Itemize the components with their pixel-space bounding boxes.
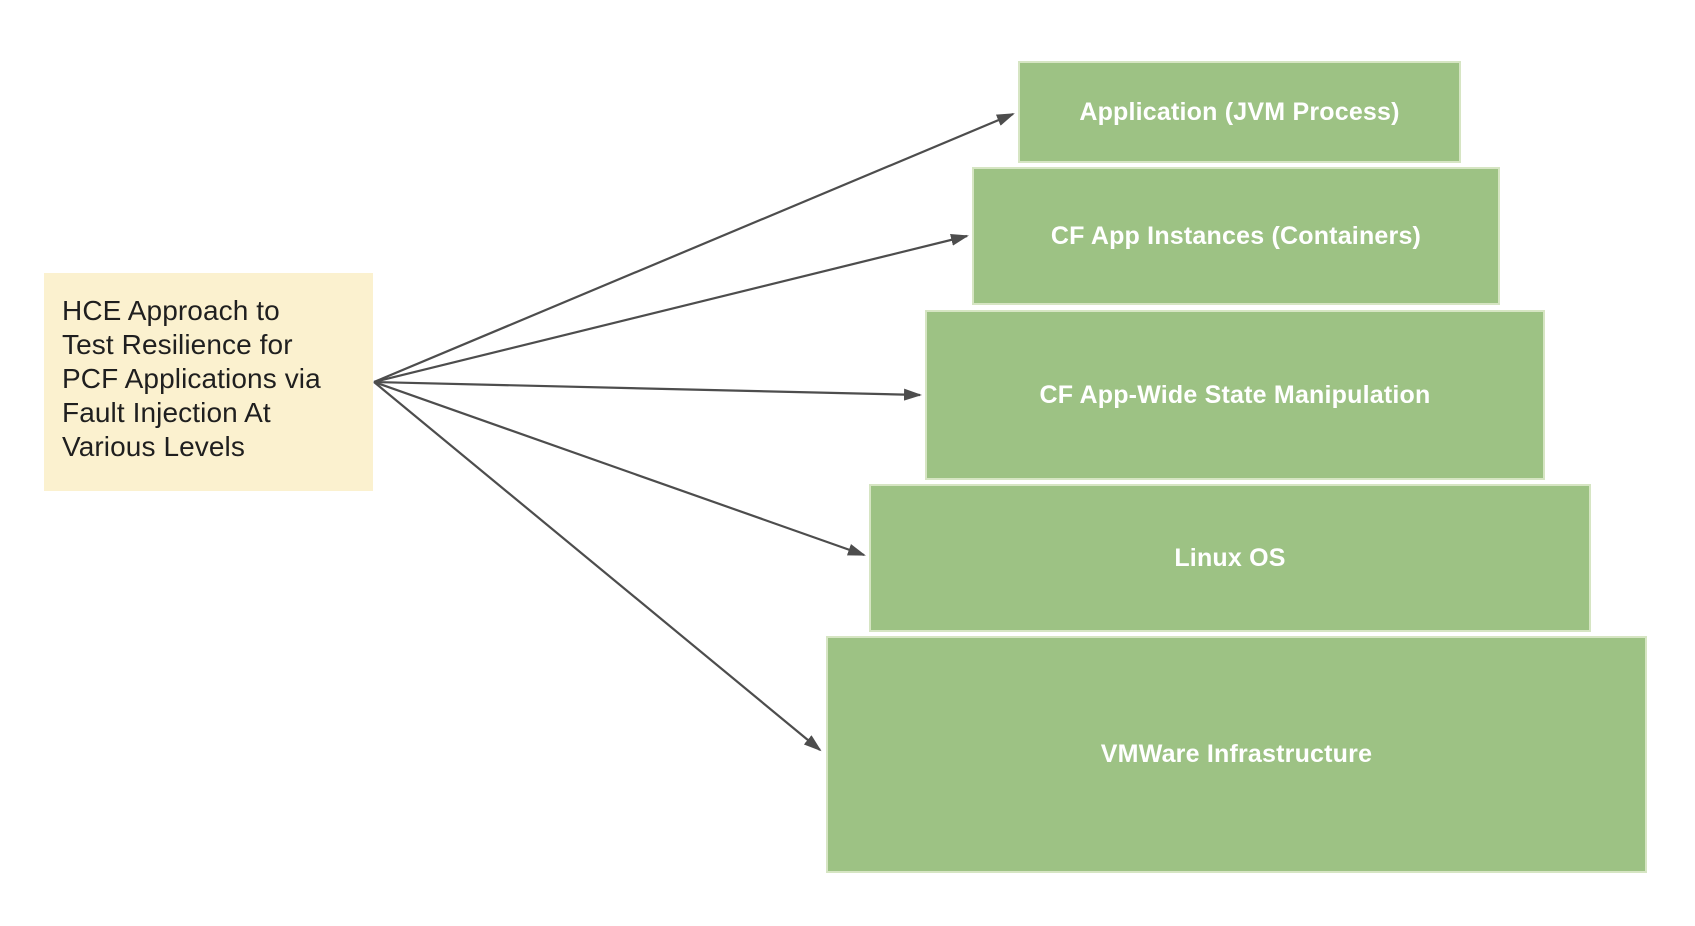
approach-note: HCE Approach to Test Resilience for PCF … [44, 273, 373, 491]
approach-note-line: Fault Injection At [62, 397, 271, 428]
level-box-cf-app-wide-state-manipulation: CF App-Wide State Manipulation [925, 310, 1545, 480]
approach-note-line: Test Resilience for [62, 329, 293, 360]
arrow-to-linux-os [373, 380, 866, 557]
level-label: Linux OS [1174, 543, 1286, 572]
arrow-to-cf-app-wide-state [373, 380, 922, 401]
level-box-linux-os: Linux OS [869, 484, 1591, 632]
arrow-to-application [373, 112, 1015, 384]
level-label: CF App-Wide State Manipulation [1039, 380, 1431, 409]
approach-note-line: HCE Approach to [62, 295, 280, 326]
level-box-vmware-infrastructure: VMWare Infrastructure [826, 636, 1647, 873]
arrow-to-vmware-infrastructure [373, 381, 822, 752]
level-label: Application (JVM Process) [1079, 97, 1400, 126]
level-label: CF App Instances (Containers) [1050, 221, 1422, 250]
approach-note-line: PCF Applications via [62, 363, 321, 394]
level-box-cf-app-instances: CF App Instances (Containers) [972, 167, 1500, 305]
level-box-application-jvm-process: Application (JVM Process) [1018, 61, 1461, 163]
level-label: VMWare Infrastructure [1100, 740, 1373, 768]
arrow-to-cf-app-instances [373, 233, 969, 384]
approach-note-line: Various Levels [62, 431, 245, 462]
